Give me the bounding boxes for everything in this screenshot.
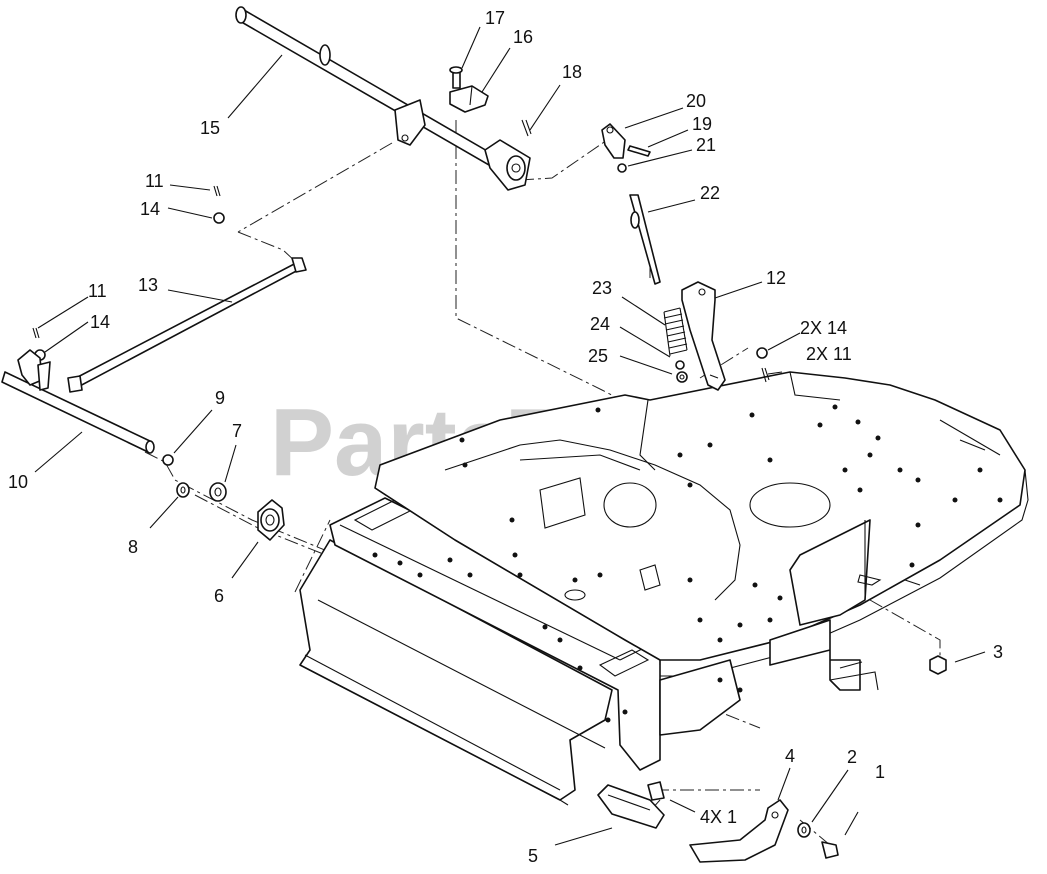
callout-18: 18 [562, 62, 582, 82]
callout-7: 7 [232, 421, 242, 441]
callout-2x11: 2X 11 [806, 344, 852, 364]
callout-20: 20 [686, 91, 706, 111]
part-14-washer-right [756, 347, 768, 359]
part-12-lever [681, 281, 726, 391]
part-11-pin-upper [213, 185, 221, 197]
part-6-flange-bearing [257, 499, 285, 541]
callout-8: 8 [128, 537, 138, 557]
callout-22: 22 [700, 183, 720, 203]
part-24-washer [675, 360, 685, 370]
callout-2: 2 [847, 747, 857, 767]
part-1-bolt [821, 841, 839, 859]
part-7-washer [209, 482, 227, 502]
callout-9: 9 [215, 388, 225, 408]
callout-4x1: 4X 1 [700, 807, 737, 827]
part-19-pin [627, 145, 651, 157]
part-11-pin-right [761, 367, 770, 383]
main-frame [299, 371, 1029, 806]
part-8-bushing [176, 482, 190, 498]
part-16-clip [449, 85, 489, 113]
callout-2x14: 2X 14 [800, 318, 847, 338]
callout-19: 19 [692, 114, 712, 134]
callout-14-upper: 14 [140, 199, 160, 219]
callout-16: 16 [513, 27, 533, 47]
part-21-nut [617, 163, 627, 173]
part-14-washer-upper [213, 212, 225, 224]
part-20-yoke [601, 123, 626, 159]
part-17-bolt [449, 66, 463, 89]
callout-10: 10 [8, 472, 28, 492]
part-5-pad [597, 784, 665, 829]
callout-21: 21 [696, 135, 716, 155]
part-11-pin-left [32, 327, 40, 339]
callout-13: 13 [138, 275, 158, 295]
callout-23: 23 [592, 278, 612, 298]
callout-17: 17 [485, 8, 505, 28]
part-23-spring [663, 307, 688, 357]
callout-24: 24 [590, 314, 610, 334]
callout-labels: 1 2 3 4 4X 1 5 6 7 8 9 10 11 11 2X 11 12… [8, 8, 1003, 866]
part-2-washer [797, 822, 811, 838]
part-18-cotter-pin [521, 119, 532, 137]
leader-lines [34, 26, 986, 846]
callout-1: 1 [875, 762, 885, 782]
callout-3: 3 [993, 642, 1003, 662]
part-15-upper-shaft [235, 6, 531, 191]
callout-11-upper: 11 [145, 171, 164, 191]
callout-5: 5 [528, 846, 538, 866]
callout-14-left: 14 [90, 312, 110, 332]
callout-4: 4 [785, 746, 795, 766]
part-10-lower-shaft [1, 349, 155, 454]
frame-holes [372, 404, 1003, 723]
callout-12: 12 [766, 268, 786, 288]
part-9-clip [162, 454, 174, 466]
callout-15: 15 [200, 118, 220, 138]
part-22-rod [629, 194, 661, 285]
part-4-bracket [689, 799, 789, 863]
part-13-link-rod [67, 257, 307, 393]
callout-11-left: 11 [88, 281, 107, 301]
part-1-bolt-4x [647, 781, 665, 801]
part-25-nut [676, 371, 688, 383]
part-3-nut [929, 655, 947, 675]
callout-6: 6 [214, 586, 224, 606]
callout-25: 25 [588, 346, 608, 366]
